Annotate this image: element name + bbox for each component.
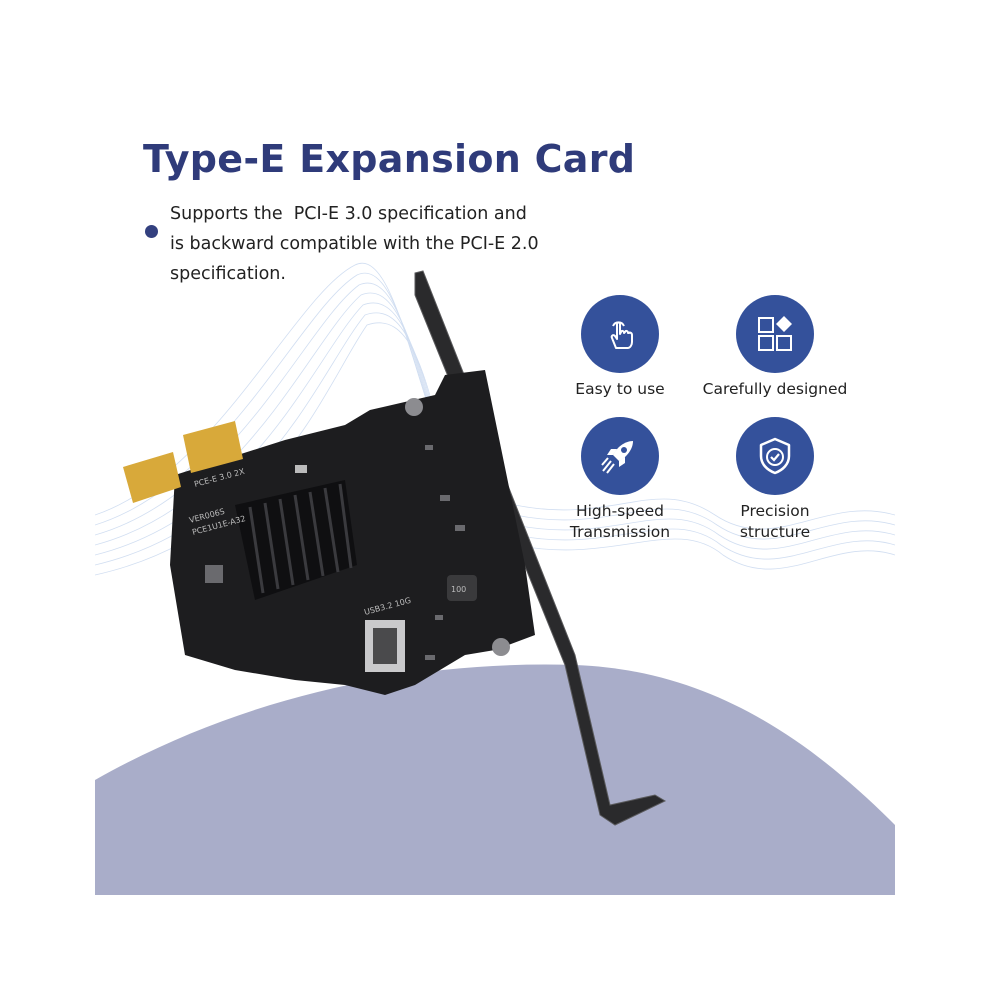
- expansion-card-image: PCE-E 3.0 2X VER006S PCE1U1E-A32 USB3.2 …: [123, 270, 667, 826]
- feature-high-speed: High-speed Transmission: [550, 417, 690, 543]
- screw-bottom: [492, 638, 510, 656]
- inductor-marking: 100: [451, 585, 466, 594]
- feature-carefully-designed: Carefully designed: [695, 295, 855, 400]
- heatsink: [235, 480, 357, 600]
- feature-label-precision-line1: Precision: [740, 502, 810, 520]
- gold-fingers: [123, 421, 243, 503]
- feature-label-speed-line1: High-speed: [575, 502, 665, 520]
- feature-precision: Precision structure: [695, 417, 855, 543]
- bullet-line-1: Supports the PCI-E 3.0 specification and: [170, 204, 527, 224]
- feature-easy-to-use: Easy to use: [550, 295, 690, 400]
- pcb-board: [170, 370, 535, 695]
- hill-shape: [95, 664, 895, 895]
- bullet-text: Supports the PCI-E 3.0 specification and…: [170, 199, 610, 289]
- bullet-line-3: specification.: [170, 264, 286, 284]
- rocket-icon: [581, 417, 659, 495]
- shapes-icon: [736, 295, 814, 373]
- feature-label-speed-line2: Transmission: [569, 523, 671, 541]
- feature-label-easy: Easy to use: [575, 380, 665, 398]
- bullet-line-2: is backward compatible with the PCI-E 2.…: [170, 234, 539, 254]
- bullet-dot: [145, 225, 158, 238]
- shield-check-icon: [736, 417, 814, 495]
- feature-label-precision-line2: structure: [739, 523, 811, 541]
- feature-label-designed: Carefully designed: [702, 380, 848, 398]
- screw-top: [405, 398, 423, 416]
- inductor: [447, 575, 477, 601]
- feature-label-speed: High-speed Transmission: [550, 501, 690, 543]
- feature-label-precision: Precision structure: [695, 501, 855, 543]
- page-title: Type-E Expansion Card: [143, 137, 636, 181]
- hand-pointer-icon: [581, 295, 659, 373]
- product-panel: Type-E Expansion Card Supports the PCI-E…: [95, 95, 895, 895]
